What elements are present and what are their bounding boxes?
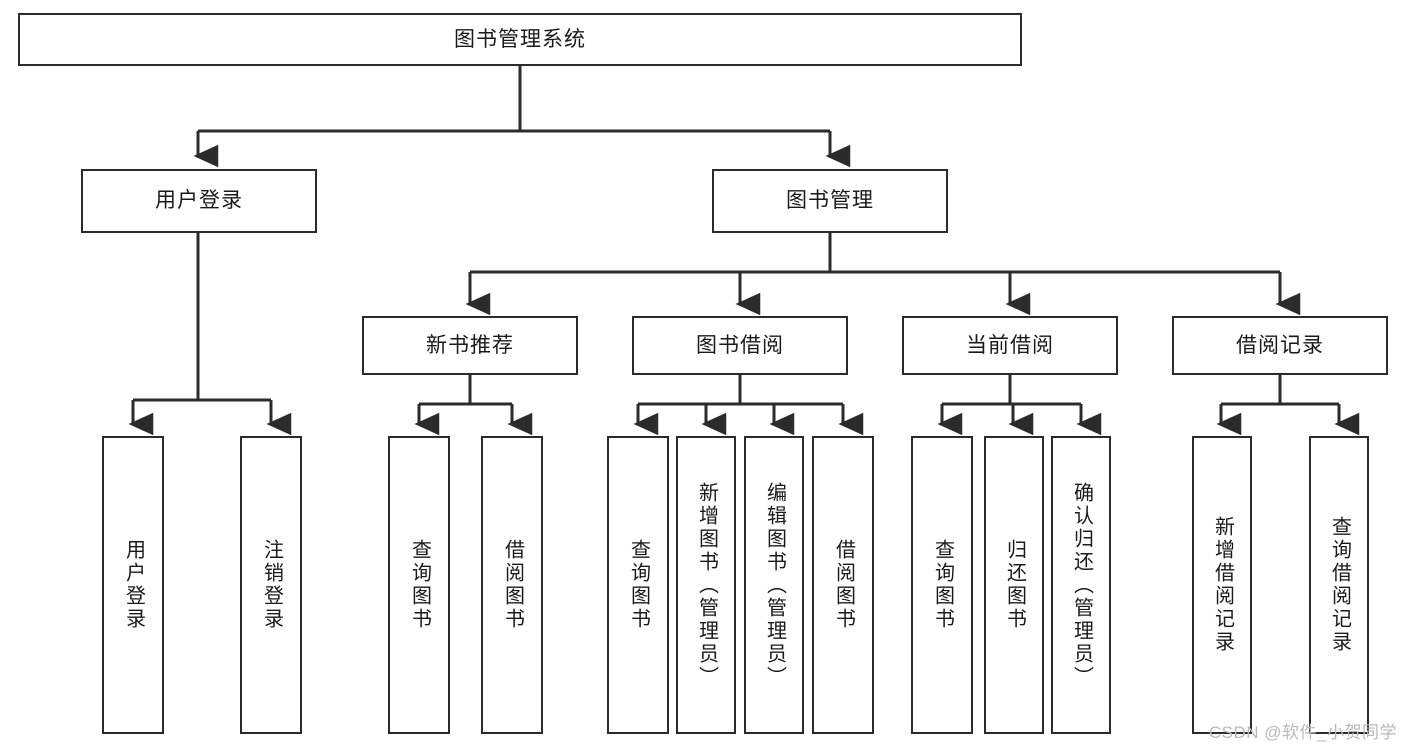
node-current-borrow[interactable]: 当前借阅 [902,316,1118,375]
node-root-label: 图书管理系统 [454,27,586,51]
leaf-borrow-add-book-label: 新增图书（管理员） [695,481,718,689]
leaf-user-login[interactable]: 用户登录 [102,436,164,734]
leaf-user-logout[interactable]: 注销登录 [240,436,302,734]
leaf-current-query-book[interactable]: 查询图书 [911,436,973,734]
node-borrow-record[interactable]: 借阅记录 [1172,316,1388,375]
leaf-user-login-label: 用户登录 [122,539,145,631]
leaf-record-query-label: 查询借阅记录 [1328,516,1351,654]
leaf-record-add[interactable]: 新增借阅记录 [1192,436,1252,734]
leaf-current-return-book-label: 归还图书 [1003,539,1026,631]
leaf-current-confirm-return-label: 确认归还（管理员） [1070,481,1093,689]
leaf-borrow-borrow-book[interactable]: 借阅图书 [812,436,874,734]
leaf-borrow-add-book[interactable]: 新增图书（管理员） [676,436,736,734]
node-root[interactable]: 图书管理系统 [18,13,1022,66]
leaf-borrow-borrow-book-label: 借阅图书 [832,539,855,631]
leaf-borrow-edit-book-label: 编辑图书（管理员） [763,481,786,689]
node-book-management[interactable]: 图书管理 [712,169,948,233]
leaf-current-confirm-return[interactable]: 确认归还（管理员） [1051,436,1111,734]
leaf-recommend-query-book-label: 查询图书 [408,539,431,631]
leaf-borrow-query-book-label: 查询图书 [627,539,650,631]
leaf-borrow-edit-book[interactable]: 编辑图书（管理员） [744,436,804,734]
leaf-record-query[interactable]: 查询借阅记录 [1309,436,1369,734]
leaf-recommend-borrow-book[interactable]: 借阅图书 [481,436,543,734]
node-book-borrow-label: 图书借阅 [696,333,784,357]
leaf-record-add-label: 新增借阅记录 [1211,516,1234,654]
leaf-recommend-query-book[interactable]: 查询图书 [388,436,450,734]
node-borrow-record-label: 借阅记录 [1236,333,1324,357]
node-book-borrow[interactable]: 图书借阅 [632,316,848,375]
leaf-user-logout-label: 注销登录 [260,539,283,631]
node-book-management-label: 图书管理 [786,189,874,213]
leaf-borrow-query-book[interactable]: 查询图书 [607,436,669,734]
node-new-book-recommend[interactable]: 新书推荐 [362,316,578,375]
csdn-watermark: CSDN @软件_小贺同学 [1208,723,1397,742]
node-user-login-label: 用户登录 [155,189,243,213]
node-user-login[interactable]: 用户登录 [81,169,317,233]
node-new-book-recommend-label: 新书推荐 [426,333,514,357]
node-current-borrow-label: 当前借阅 [966,333,1054,357]
leaf-current-query-book-label: 查询图书 [931,539,954,631]
leaf-current-return-book[interactable]: 归还图书 [984,436,1044,734]
leaf-recommend-borrow-book-label: 借阅图书 [501,539,524,631]
